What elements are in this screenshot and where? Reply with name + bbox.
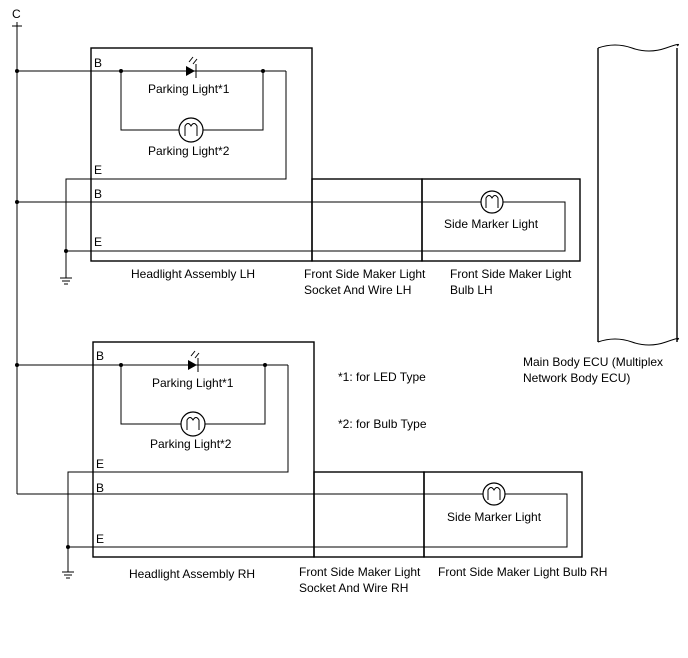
headlight-assembly-rh bbox=[92, 341, 315, 558]
socket-and-wire-rh-label: Socket And Wire RH bbox=[299, 581, 408, 595]
footnote: *1: for LED Type bbox=[338, 370, 426, 384]
main-body-ecu-label: Main Body ECU (Multiplex bbox=[523, 355, 663, 369]
led-icon bbox=[186, 56, 198, 78]
led-icon bbox=[188, 350, 200, 372]
parking-light-bulb-label: Parking Light*2 bbox=[150, 437, 232, 451]
side-marker-bulb-lh-box bbox=[421, 178, 581, 262]
rh-circuit-wires bbox=[17, 363, 568, 579]
pin-label: E bbox=[94, 235, 102, 249]
parking-light-led-label: Parking Light*1 bbox=[148, 82, 230, 96]
side-marker-bulb-rh-box bbox=[423, 471, 583, 558]
bulb-icon bbox=[480, 190, 504, 214]
side-marker-bulb-lh-label: Bulb LH bbox=[450, 283, 493, 297]
bulb-icon bbox=[482, 482, 506, 506]
connector-c-wiring bbox=[12, 22, 22, 494]
headlight-assembly-rh-label: Headlight Assembly RH bbox=[129, 567, 255, 581]
connector-label: C bbox=[12, 7, 21, 21]
pin-label: B bbox=[96, 349, 104, 363]
socket-and-wire-rh-box bbox=[313, 471, 425, 558]
lh-circuit-wires bbox=[17, 69, 566, 285]
socket-and-wire-lh-label: Socket And Wire LH bbox=[304, 283, 411, 297]
headlight-assembly-lh bbox=[90, 47, 313, 262]
headlight-assembly-lh-label: Headlight Assembly LH bbox=[131, 267, 255, 281]
parking-light-bulb-label: Parking Light*2 bbox=[148, 144, 230, 158]
pin-label: B bbox=[94, 56, 102, 70]
side-marker-light-label: Side Marker Light bbox=[447, 510, 542, 524]
parking-light-led-label: Parking Light*1 bbox=[152, 376, 234, 390]
socket-and-wire-lh-label: Front Side Maker Light bbox=[304, 267, 426, 281]
pin-label: B bbox=[94, 187, 102, 201]
main-body-ecu-label: Network Body ECU) bbox=[523, 371, 630, 385]
side-marker-bulb-lh-label: Front Side Maker Light bbox=[450, 267, 572, 281]
pin-label: E bbox=[96, 532, 104, 546]
bulb-icon bbox=[178, 117, 204, 143]
pin-label: B bbox=[96, 481, 104, 495]
main-body-ecu bbox=[597, 43, 680, 346]
side-marker-light-label: Side Marker Light bbox=[444, 217, 539, 231]
pin-label: E bbox=[94, 163, 102, 177]
side-marker-bulb-rh-label: Front Side Maker Light Bulb RH bbox=[438, 565, 607, 579]
bulb-icon bbox=[180, 411, 206, 437]
socket-and-wire-rh-label: Front Side Maker Light bbox=[299, 565, 421, 579]
pin-label: E bbox=[96, 457, 104, 471]
socket-and-wire-lh-box bbox=[311, 178, 423, 262]
footnote: *2: for Bulb Type bbox=[338, 417, 427, 431]
